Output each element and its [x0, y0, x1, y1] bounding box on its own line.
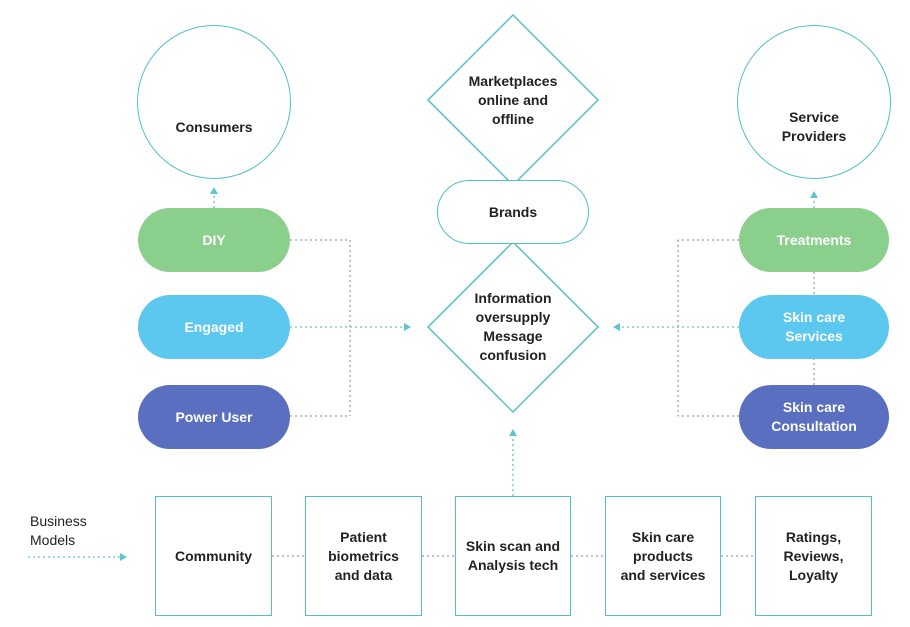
segment-skin-care-services[interactable]: Skin care Services	[739, 295, 889, 359]
bm-ratings-reviews[interactable]: Ratings, Reviews, Loyalty	[755, 496, 872, 616]
segment-skin-care-consultation[interactable]: Skin care Consultation	[739, 385, 889, 449]
segment-power-user[interactable]: Power User	[138, 385, 290, 449]
segment-diy[interactable]: DIY	[138, 208, 290, 272]
bm-community[interactable]: Community	[155, 496, 272, 616]
information-label: Information oversupply Message confusion	[474, 290, 552, 363]
segment-engaged[interactable]: Engaged	[138, 295, 290, 359]
business-models-label: Business Models	[30, 513, 87, 548]
right-connectors	[613, 191, 818, 417]
business-model-connectors	[28, 429, 755, 561]
service-providers-title: Service Providers	[781, 109, 847, 144]
bm-skin-scan[interactable]: Skin scan and Analysis tech	[455, 496, 571, 616]
left-connectors	[210, 187, 411, 417]
segment-treatments[interactable]: Treatments	[739, 208, 889, 272]
marketplaces-label: Marketplaces online and offline	[468, 72, 558, 127]
information-diamond	[426, 240, 600, 414]
bm-patient-biometrics[interactable]: Patient biometrics and data	[305, 496, 422, 616]
bm-skin-care-products[interactable]: Skin care products and services	[605, 496, 721, 616]
brands-box[interactable]: Brands	[437, 180, 589, 244]
consumers-circle	[137, 25, 291, 179]
consumers-title: Consumers	[175, 118, 253, 135]
service-providers-circle	[737, 25, 891, 179]
